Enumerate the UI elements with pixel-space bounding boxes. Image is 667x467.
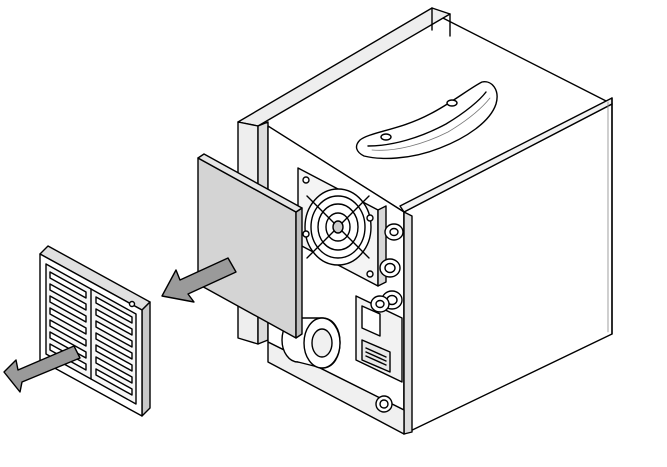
fan-screw xyxy=(366,214,374,222)
arrow-left-down-icon xyxy=(3,345,81,393)
connector-socket xyxy=(361,305,381,337)
pad-arrow xyxy=(161,257,237,303)
grille-slots-right xyxy=(95,296,133,396)
housing-bottom-strip xyxy=(267,341,405,435)
pipe-outlet-opening xyxy=(311,328,333,358)
grille-arrow xyxy=(3,345,81,393)
fan-screw xyxy=(302,176,310,184)
arrow-left-down-icon xyxy=(161,257,237,303)
housing-right-cover-edge xyxy=(403,211,413,435)
fan-hub xyxy=(332,220,344,234)
port-pin xyxy=(365,347,387,358)
carry-handle xyxy=(355,81,498,160)
filter-grille xyxy=(39,245,151,417)
fan-guard-ring-outer xyxy=(310,195,366,259)
connector-bottom-pin xyxy=(379,399,389,409)
handle-grip xyxy=(355,81,498,160)
handle-screw-left xyxy=(380,133,392,141)
front-connectors xyxy=(281,223,404,413)
port-pin xyxy=(365,351,387,362)
filter-mat xyxy=(197,153,303,339)
fan-screw xyxy=(302,230,310,238)
fan-guard-ring-inner xyxy=(325,212,351,242)
grille-clip xyxy=(128,300,136,308)
connector-knob-center xyxy=(375,299,385,309)
handle-grip-shade xyxy=(371,97,491,151)
connector-round-pin xyxy=(384,262,396,274)
filter-mat-edge xyxy=(295,207,303,339)
handle-screw-right xyxy=(446,99,458,107)
connector-round-pin xyxy=(389,227,399,237)
filter-mat-top xyxy=(197,153,303,213)
fan-guard-ring-mid xyxy=(317,203,359,251)
port-pin xyxy=(365,355,387,366)
grille-side-edge xyxy=(141,301,151,417)
fan-screw xyxy=(366,270,374,278)
handle-grip-inner xyxy=(367,91,487,147)
